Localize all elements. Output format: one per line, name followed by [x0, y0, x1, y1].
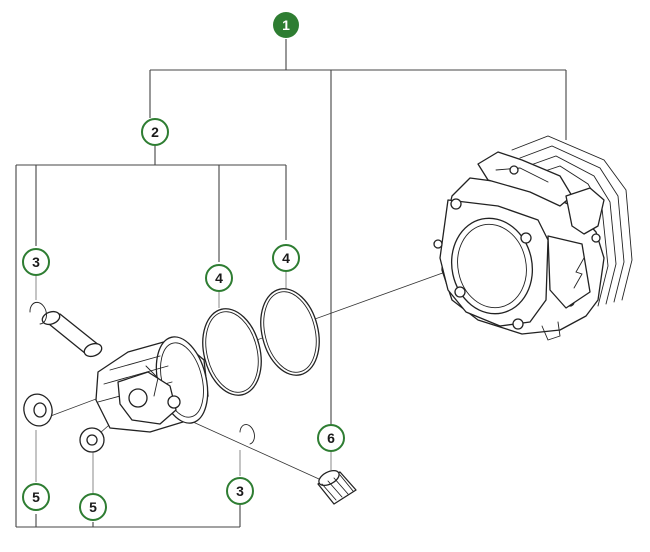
callout-6-label: 6 [327, 430, 335, 446]
callout-2: 2 [141, 118, 169, 146]
circlip [29, 301, 47, 325]
callout-3a-label: 3 [32, 254, 40, 270]
piston [95, 336, 209, 433]
callout-4a: 4 [205, 264, 233, 292]
callout-6: 6 [317, 424, 345, 452]
cylinder-assembly [433, 135, 633, 341]
thrust-washer [79, 427, 105, 453]
callout-3a: 3 [22, 248, 50, 276]
thrust-washer [23, 393, 53, 427]
callout-1: 1 [273, 12, 299, 38]
callout-5b: 5 [79, 493, 107, 521]
callout-3b: 3 [226, 477, 254, 505]
piston-ring [202, 308, 262, 396]
piston-pin [41, 310, 103, 358]
callout-5b-label: 5 [89, 499, 97, 515]
callout-5a-label: 5 [32, 489, 40, 505]
circlip [239, 424, 255, 445]
callout-3b-label: 3 [236, 483, 244, 499]
needle-bearing [317, 469, 357, 505]
callout-5a: 5 [22, 483, 50, 511]
callout-1-label: 1 [282, 17, 290, 33]
hierarchy-lines [15, 39, 567, 528]
piston-ring [260, 288, 320, 376]
callout-4b-label: 4 [282, 250, 290, 266]
callout-4b: 4 [272, 244, 300, 272]
callout-4a-label: 4 [215, 270, 223, 286]
callout-2-label: 2 [151, 124, 159, 140]
